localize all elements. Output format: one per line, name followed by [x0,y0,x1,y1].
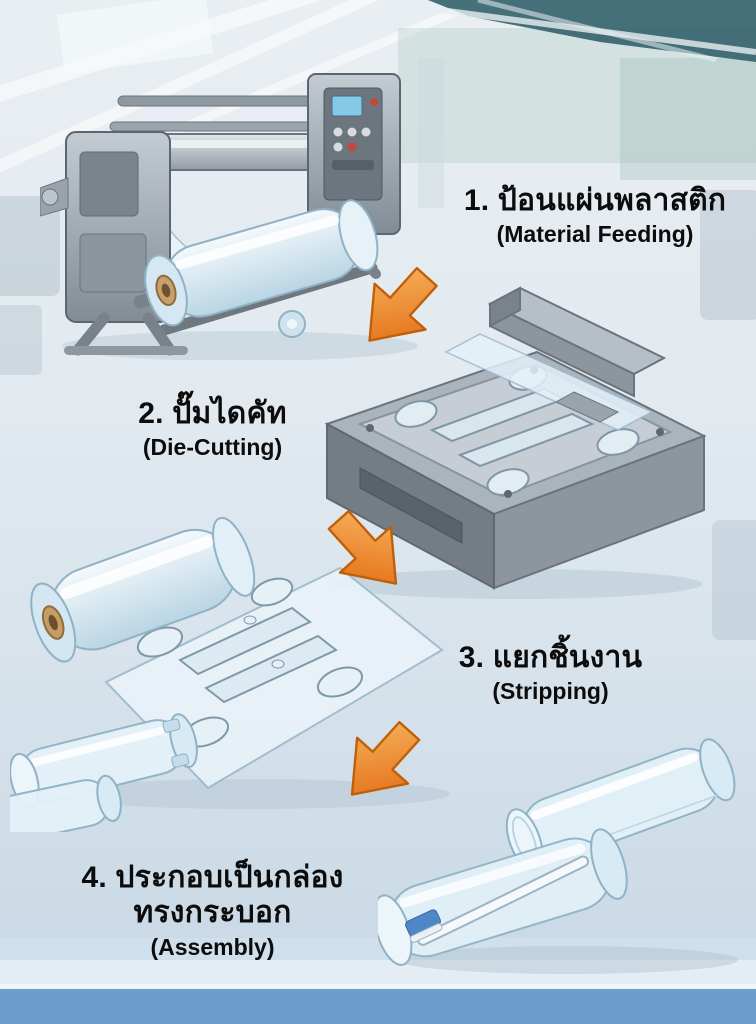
arrow-down-left-icon [327,509,398,585]
arrow-down-right-icon [350,720,421,796]
feeding-machine-illustration [40,73,418,360]
upper-die [444,286,667,431]
plastic-cylinder-with-toothbrush [378,828,628,966]
step-1-label: 1. ป้อนแผ่นพลาสติก (Material Feeding) [450,183,740,249]
step-2-title-english: (Die-Cutting) [142,434,283,461]
step-2-title-thai: 2. ปั๊มไดคัท [138,397,287,430]
step-4-title-thai-line1: 4. ประกอบเป็นกล่อง [81,861,344,894]
arrow-down-right-icon [368,266,438,342]
step-1-title-english: (Material Feeding) [496,221,694,248]
control-panel [323,87,383,201]
plastic-cylinder-empty [505,738,736,872]
floor-strip [0,989,756,1024]
stripped-tube-piece-2 [10,774,122,832]
step-3-label: 3. แยกชิ้นงาน (Stripping) [438,640,663,706]
film-roll [30,516,256,663]
feed-slot [359,467,463,544]
step-4-title-english: (Assembly) [150,933,275,960]
assembly-stage-illustration [378,738,738,974]
toothbrush [405,855,590,946]
die-cutting-machine-illustration [324,286,707,599]
step-1-title-thai: 1. ป้อนแผ่นพลาสติก [463,184,727,217]
panel-screen [331,95,363,117]
step-4-title-thai-line2: ทรงกระบอก [133,896,292,930]
stripping-stage-illustration [10,516,450,832]
step-2-label: 2. ปั๊มไดคัท (Die-Cutting) [105,396,320,462]
step-3-title-english: (Stripping) [492,678,609,705]
step-3-title-thai: 3. แยกชิ้นงาน [458,641,643,674]
film-roll [144,199,379,327]
step-4-label: 4. ประกอบเป็นกล่อง ทรงกระบอก (Assembly) [80,860,345,961]
